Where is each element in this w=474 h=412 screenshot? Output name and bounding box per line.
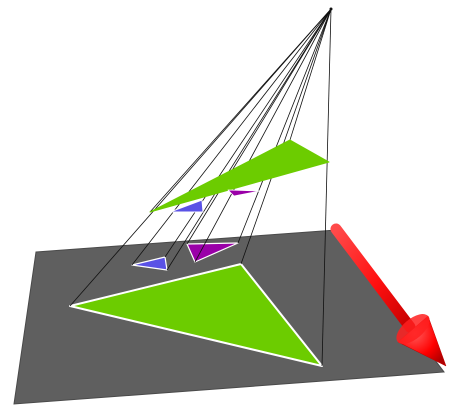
green-triangle-upper xyxy=(149,139,330,213)
red-axis-arrow xyxy=(330,223,447,367)
light-source-point xyxy=(329,7,333,11)
blue-triangle-shadow xyxy=(131,256,168,271)
projection-lines xyxy=(69,8,332,367)
purple-triangle-upper xyxy=(227,189,261,197)
blue-triangle-upper xyxy=(169,199,204,213)
purple-triangle-shadow xyxy=(186,242,239,263)
green-triangle-shadow xyxy=(69,263,323,367)
